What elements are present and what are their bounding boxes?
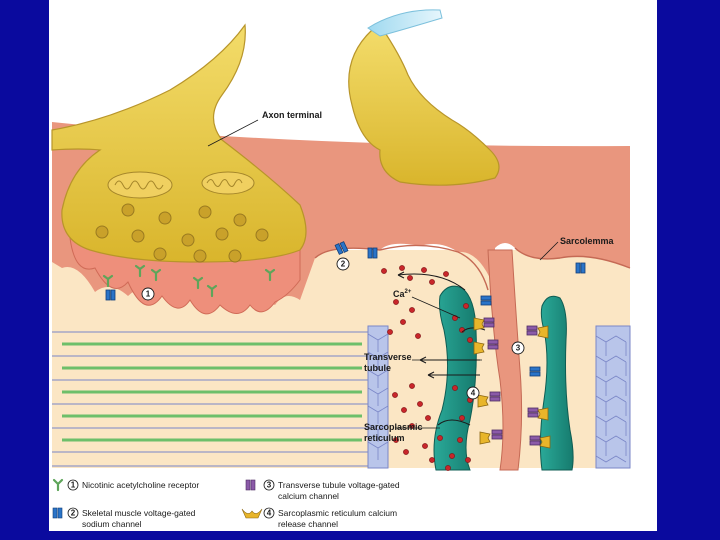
synaptic-vesicles [95,203,269,263]
sarcoplasmic-reticulum-right [539,295,574,471]
marker-1: 1 [141,287,155,301]
label-transverse-tubule-1: Transverse [364,352,412,362]
legend-item-nicotinic: 1 Nicotinic acetylcholine receptor [52,478,199,492]
svg-text:sodium channel: sodium channel [82,519,142,529]
calcium-flow-arrows [397,271,486,426]
svg-text:release channel: release channel [278,519,338,529]
axon-branch [348,27,500,186]
z-disc-left-lattice [367,333,389,460]
axon-sheath-tip [367,9,443,37]
label-axon-terminal: Axon terminal [262,110,322,120]
label-transverse-tubule-2: tubule [364,363,391,373]
marker-3: 3 [511,341,525,355]
legend-item-release-channel: 4 Sarcoplasmic reticulum calcium release… [241,507,397,529]
legend-item-calcium-channel: 3 Transverse tubule voltage-gated calciu… [245,479,400,501]
svg-text:2: 2 [341,260,346,269]
label-sarcoplasmic-1: Sarcoplasmic [364,422,423,432]
label-ca: Ca2+ [393,289,412,299]
release-channel-icon [241,508,263,519]
svg-text:Nicotinic acetylcholine recept: Nicotinic acetylcholine receptor [82,480,199,490]
svg-text:Transverse tubule voltage-gate: Transverse tubule voltage-gated [278,480,400,490]
svg-text:4: 4 [267,509,272,518]
svg-text:calcium channel: calcium channel [278,491,339,501]
svg-text:1: 1 [146,290,151,299]
svg-text:1: 1 [71,481,76,490]
mitochondria [107,171,255,199]
release-channels [473,317,551,449]
sodium-channels [105,241,586,377]
nicotinic-receptor-icon [52,478,64,492]
axon-terminal [51,23,307,263]
label-sarcoplasmic-2: reticulum [364,433,405,443]
sarcoplasmic-reticulum-left [433,285,477,471]
legend-item-sodium: 2 Skeletal muscle voltage-gated sodium c… [52,507,196,529]
myofibrils-left [52,331,372,467]
svg-text:Sarcoplasmic reticulum calcium: Sarcoplasmic reticulum calcium [278,508,397,518]
sodium-channel-icon [52,507,63,519]
marker-2: 2 [336,257,350,271]
label-sarcolemma: Sarcolemma [560,236,615,246]
z-disc-right-lattice [595,335,627,463]
calcium-channels [483,317,541,446]
calcium-channel-icon [245,479,256,491]
svg-text:3: 3 [267,481,272,490]
label-leader-lines [207,119,559,429]
nicotinic-receptors [102,264,276,298]
legend: 1 Nicotinic acetylcholine receptor 2 Ske… [52,478,400,529]
calcium-ions [381,265,473,471]
svg-text:4: 4 [471,389,476,398]
marker-4: 4 [466,386,480,400]
svg-text:Skeletal muscle voltage-gated: Skeletal muscle voltage-gated [82,508,196,518]
z-disc-right [595,325,631,469]
svg-text:2: 2 [71,509,76,518]
svg-text:3: 3 [516,344,521,353]
